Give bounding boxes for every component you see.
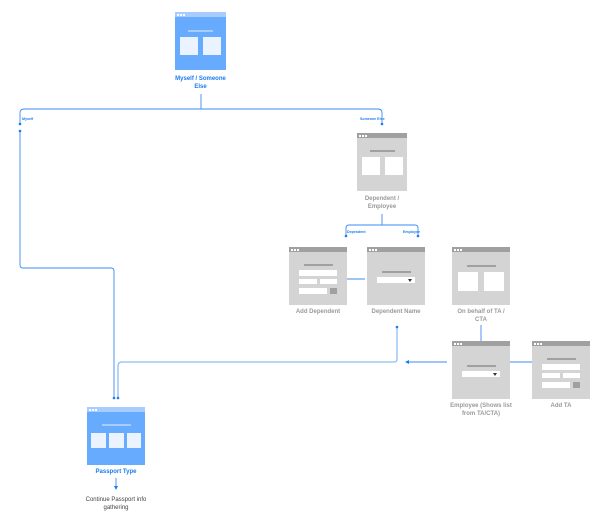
label-dependent-employee: Dependent / Employee bbox=[364, 196, 400, 210]
screen-add-ta[interactable] bbox=[532, 341, 590, 399]
screen-passport-type[interactable] bbox=[87, 407, 145, 465]
label-on-behalf: On behalf of TA / CTA bbox=[457, 309, 505, 323]
edge-label-someone-else: Someone Else bbox=[360, 117, 385, 121]
screen-dependent-employee[interactable] bbox=[357, 133, 407, 191]
label-continue: Continue Passport info gathering bbox=[85, 497, 147, 511]
screen-employee-list[interactable] bbox=[452, 341, 510, 399]
screen-on-behalf[interactable] bbox=[452, 247, 510, 305]
dropdown-icon bbox=[377, 277, 415, 283]
label-myself-someone: Myself / Someone Else bbox=[175, 76, 226, 90]
connector-myself-to-passport bbox=[19, 131, 115, 398]
label-passport-type: Passport Type bbox=[95, 469, 137, 475]
edge-label-dependent: Dependent bbox=[347, 230, 366, 234]
label-add-dependent: Add Dependent bbox=[295, 309, 341, 315]
label-employee-list: Employee (Shows list from TA/CTA) bbox=[450, 403, 512, 417]
connector-branch-second bbox=[345, 224, 419, 236]
edge-label-employee: Employee bbox=[403, 230, 420, 234]
screen-dependent-name[interactable] bbox=[367, 247, 425, 305]
connector-dependent-name-to-passport bbox=[117, 327, 398, 398]
screen-add-dependent[interactable] bbox=[289, 247, 347, 305]
edge-label-myself: Myself bbox=[22, 117, 34, 121]
label-add-ta: Add TA bbox=[550, 403, 572, 409]
screen-myself-someone[interactable] bbox=[175, 12, 226, 70]
dropdown-icon bbox=[462, 371, 500, 377]
connector-branch-top bbox=[19, 108, 383, 124]
label-dependent-name: Dependent Name bbox=[371, 309, 421, 315]
